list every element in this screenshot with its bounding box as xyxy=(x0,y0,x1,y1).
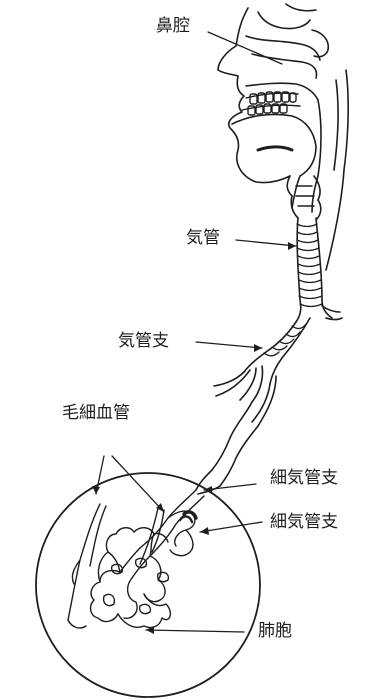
head-outline xyxy=(218,4,348,270)
leader-bronchiole-2 xyxy=(200,522,262,532)
leader-nasal-cavity xyxy=(208,32,282,64)
label-trachea: 気管 xyxy=(186,230,220,247)
label-nasal-cavity: 鼻腔 xyxy=(156,18,190,35)
teeth xyxy=(242,92,300,115)
alveoli-cluster xyxy=(68,490,204,628)
label-bronchiole-1: 細気管支 xyxy=(270,470,338,487)
leader-alveoli xyxy=(146,630,244,632)
label-alveoli: 肺胞 xyxy=(258,623,292,640)
label-bronchiole-2: 細気管支 xyxy=(270,514,338,531)
leader-bronchus xyxy=(196,342,262,348)
label-bronchus: 気管支 xyxy=(118,333,169,350)
leader-capillary-b xyxy=(112,456,164,512)
magnified-circle xyxy=(36,473,260,697)
arrowheads xyxy=(92,242,296,634)
label-capillaries: 毛細血管 xyxy=(62,405,130,422)
leader-trachea xyxy=(236,240,296,246)
